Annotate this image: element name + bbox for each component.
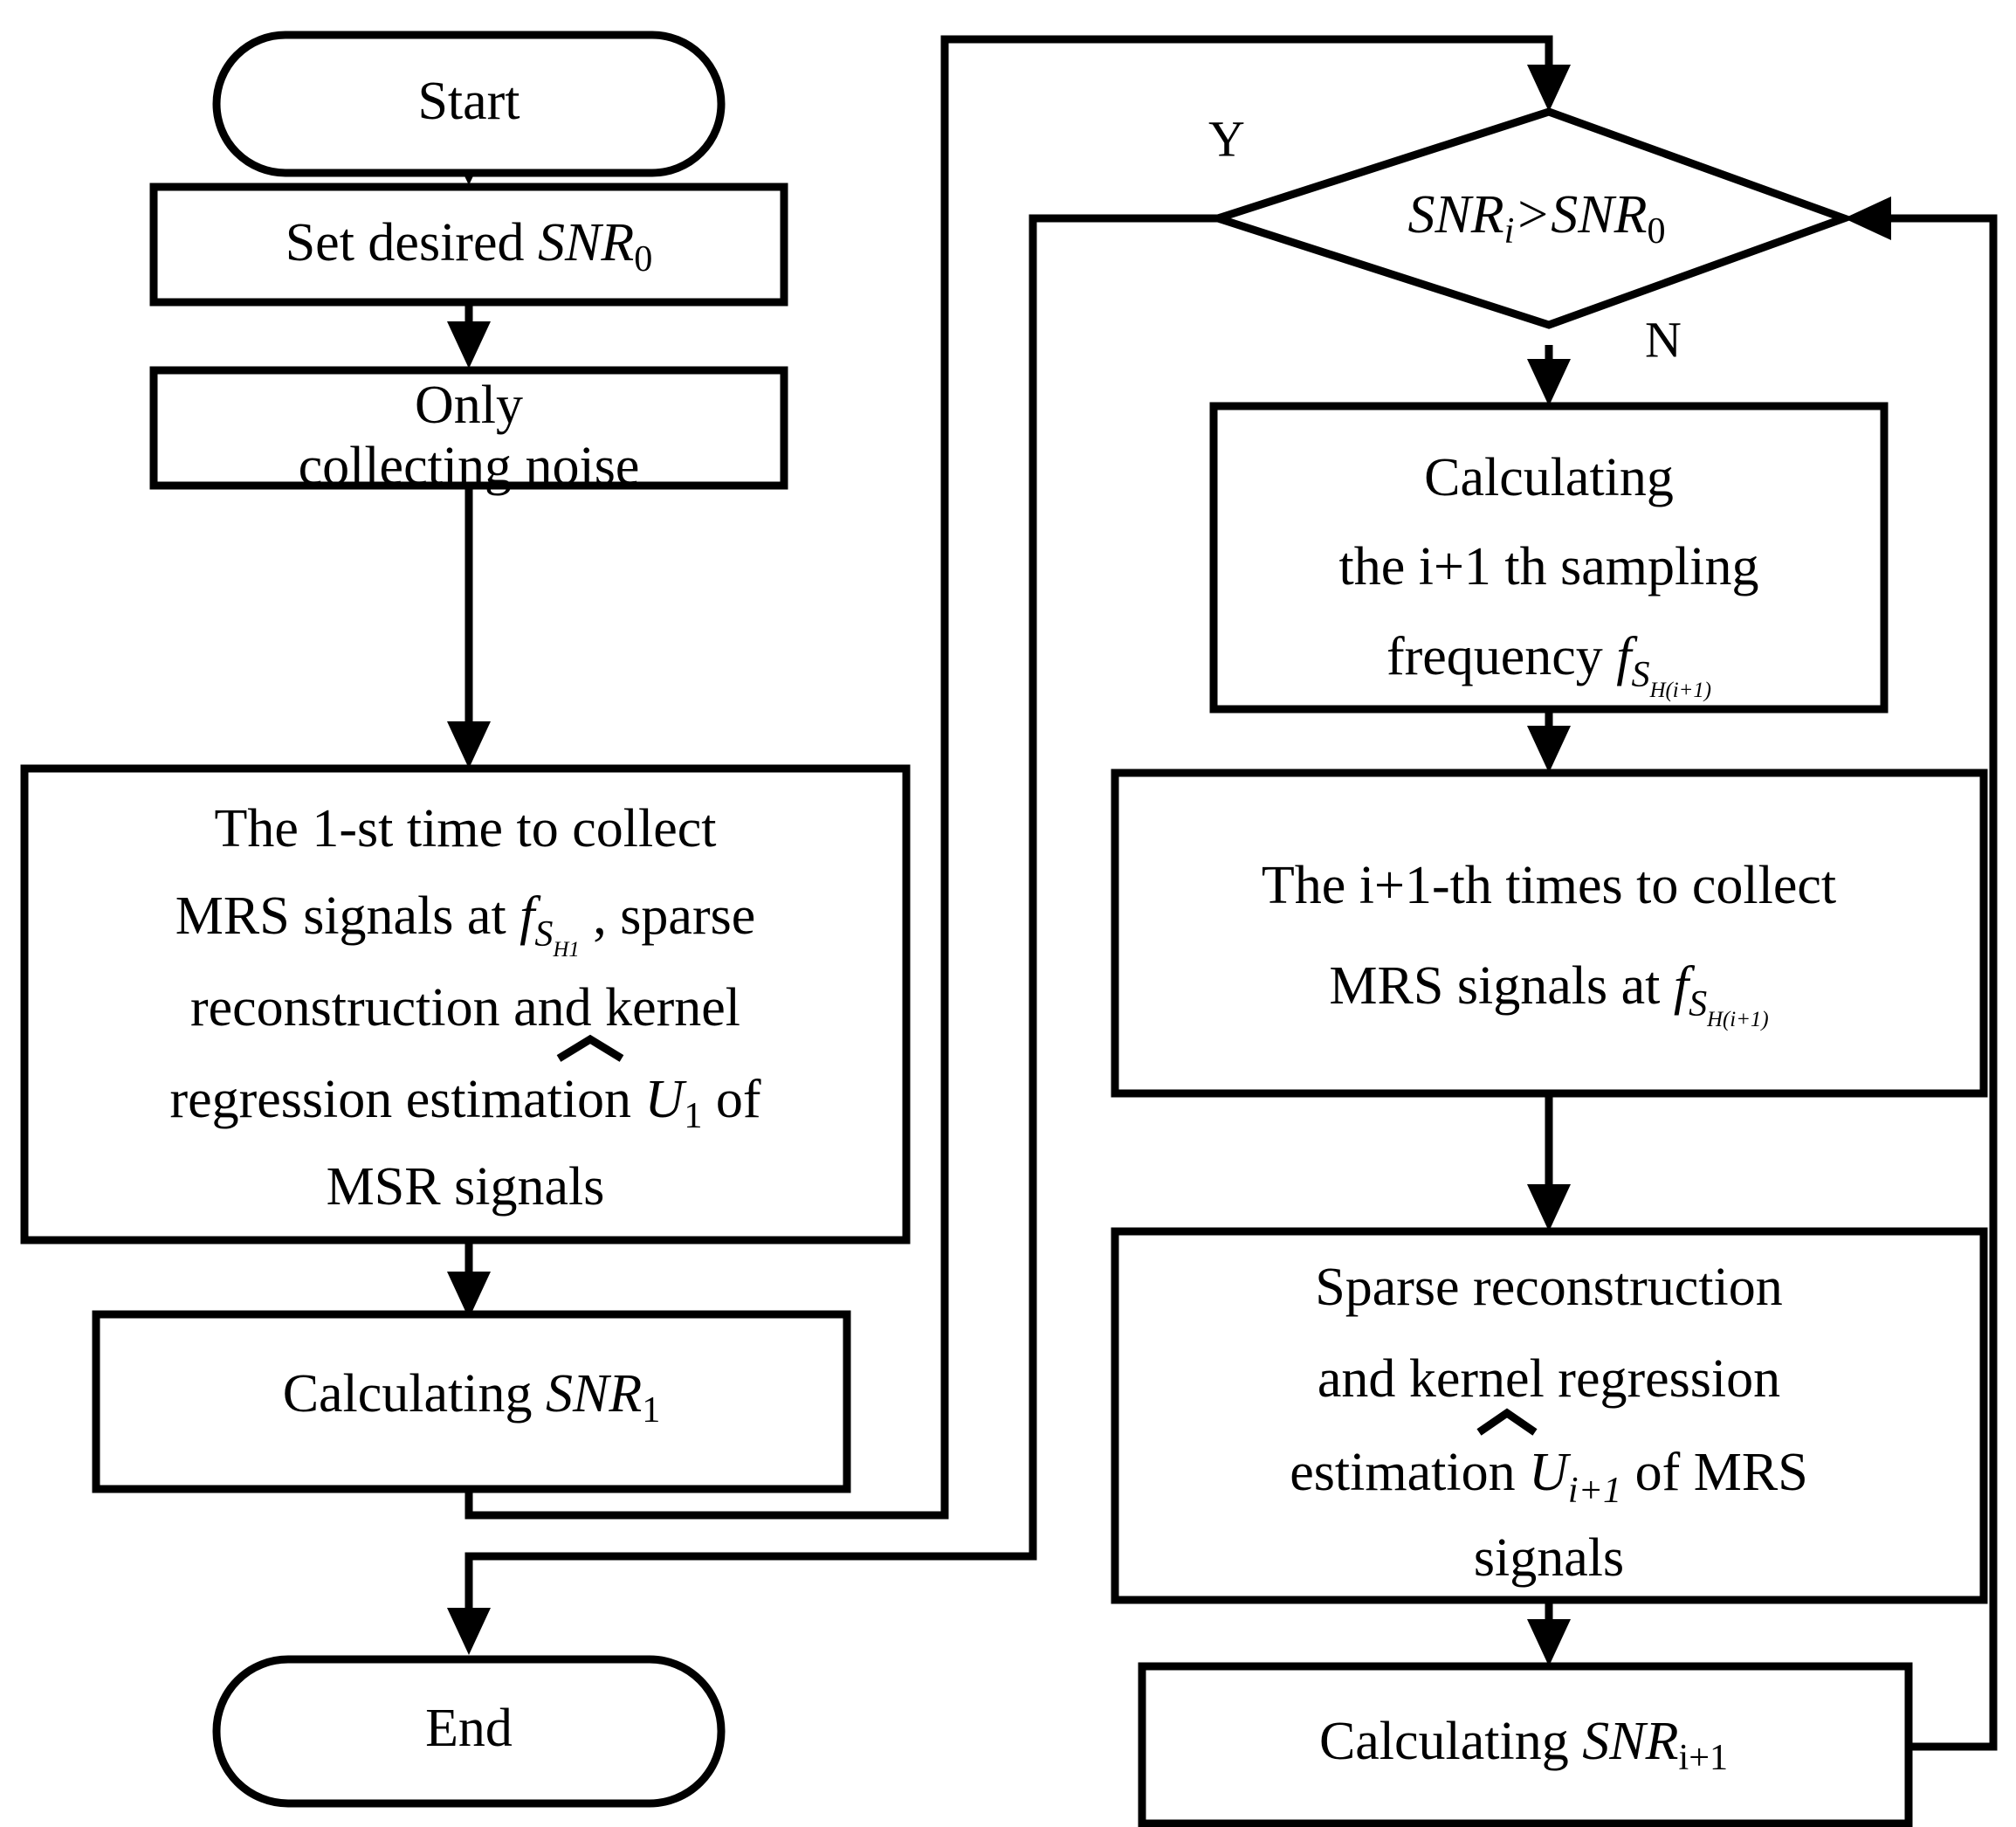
calc-snr-next-var-sub: i+1 [1678, 1737, 1728, 1778]
node-calc-freq-line3: frequency fSH(i+1) [1386, 627, 1711, 701]
edge-calc-snr1-to-decision [464, 35, 1571, 1520]
node-sparse-next-line1: Sparse reconstruction [1315, 1258, 1782, 1317]
node-first-collect-line5: MSR signals [327, 1157, 605, 1217]
node-start[interactable]: Start [212, 31, 726, 177]
first-collect-l4b: of [702, 1070, 761, 1129]
hat-accent-u1 [556, 1034, 624, 1062]
collect-next-l2a: MRS signals at [1329, 956, 1673, 1016]
first-collect-l2-sub2: H1 [552, 938, 579, 962]
node-set-snr0-label: Set desired SNR0 [286, 213, 653, 279]
set-snr0-var-sub: 0 [634, 238, 652, 279]
calc-snr-next-var: SNR [1582, 1712, 1678, 1771]
edge-label-yes: Y [1208, 110, 1245, 167]
edge-first-collect-to-calc-snr1 [447, 1240, 491, 1319]
hat-accent-u-i1 [1476, 1408, 1538, 1436]
node-collect-next-line2: MRS signals at fSH(i+1) [1329, 956, 1768, 1031]
node-start-label: Start [417, 72, 519, 131]
node-first-collect[interactable]: The 1-st time to collect MRS signals at … [20, 764, 911, 1244]
calc-freq-l3a: frequency [1386, 627, 1616, 686]
node-only-noise[interactable]: Only collecting noise [149, 366, 788, 496]
collect-next-l2-sub: S [1689, 983, 1707, 1024]
decision-var-left: SNR [1407, 185, 1503, 245]
node-set-snr0[interactable]: Set desired SNR0 [149, 183, 788, 307]
set-snr0-text-before: Set desired [286, 213, 538, 272]
edge-collect-next-to-sparse-next [1527, 1093, 1571, 1231]
node-first-collect-line1: The 1-st time to collect [214, 799, 716, 858]
collect-next-l2-sub2: H(i+1) [1706, 1008, 1768, 1031]
node-sparse-next-line3: estimation Ui+1 of MRS [1290, 1443, 1807, 1510]
edge-sparse-next-to-calc-snr-next [1527, 1600, 1571, 1666]
decision-var-left-sub: i [1504, 210, 1515, 252]
node-collect-next-line1: The i+1-th times to collect [1262, 856, 1836, 915]
calc-snr1-var: SNR [546, 1364, 642, 1424]
node-decision-label: SNRi>SNR0 [1407, 185, 1665, 251]
decision-var-right: SNR [1551, 185, 1647, 245]
node-calc-snr1[interactable]: Calculating SNR1 [92, 1310, 851, 1493]
edge-decision-yes-to-end [447, 214, 1218, 1655]
node-decision-snr[interactable]: SNRi>SNR0 [1205, 107, 1856, 329]
calc-freq-l3-sub: S [1632, 654, 1650, 695]
calc-snr1-var-sub: 1 [642, 1389, 660, 1431]
edge-set-snr-to-only-noise [447, 297, 491, 369]
node-calc-snr1-label: Calculating SNR1 [283, 1364, 661, 1430]
edge-decision-no-to-calc-freq [1527, 345, 1571, 406]
sparse-next-l3b: of MRS [1621, 1443, 1808, 1502]
sparse-next-l3a: estimation [1290, 1443, 1529, 1502]
first-collect-l4a: regression estimation [169, 1070, 644, 1129]
node-calc-snr-next-label: Calculating SNRi+1 [1319, 1712, 1728, 1777]
calc-snr-next-text-before: Calculating [1319, 1712, 1582, 1771]
node-collect-next[interactable]: The i+1-th times to collect MRS signals … [1111, 769, 1988, 1098]
node-sparse-next-line2: and kernel regression [1318, 1349, 1780, 1409]
node-only-noise-line2: collecting noise [299, 437, 640, 496]
edge-only-noise-to-first-collect [447, 480, 491, 769]
node-sparse-next[interactable]: Sparse reconstruction and kernel regress… [1111, 1227, 1988, 1604]
calc-freq-l3-sub2: H(i+1) [1649, 679, 1711, 702]
sparse-next-l3-var: U [1529, 1443, 1572, 1502]
first-collect-l2-sub: S [534, 914, 553, 955]
node-first-collect-line4: regression estimation U1 of [169, 1070, 760, 1135]
edge-label-no: N [1645, 311, 1682, 368]
first-collect-l2a: MRS signals at [175, 886, 519, 946]
node-sparse-next-line4: signals [1474, 1528, 1624, 1588]
calc-snr1-text-before: Calculating [283, 1364, 546, 1424]
sparse-next-l3-sub: i+1 [1568, 1470, 1621, 1511]
node-calc-freq-line2: the i+1 th sampling [1339, 537, 1759, 596]
first-collect-l4-var: U [645, 1070, 688, 1129]
decision-var-right-sub: 0 [1647, 210, 1665, 252]
edge-calc-snr-next-to-decision [1844, 196, 1998, 1751]
node-first-collect-line3: reconstruction and kernel [190, 978, 740, 1038]
decision-operator: > [1514, 185, 1551, 245]
node-end-label: End [425, 1699, 513, 1758]
node-only-noise-line1: Only [415, 376, 523, 435]
node-first-collect-line2: MRS signals at fSH1 , sparse [175, 886, 756, 961]
first-collect-l4-sub: 1 [684, 1095, 702, 1136]
node-calc-freq-line1: Calculating [1424, 448, 1674, 507]
node-calc-freq[interactable]: Calculating the i+1 th sampling frequenc… [1209, 402, 1889, 714]
first-collect-l2b: , sparse [580, 886, 755, 946]
set-snr0-var: SNR [538, 213, 634, 272]
node-calc-snr-next[interactable]: Calculating SNRi+1 [1138, 1662, 1913, 1827]
node-end[interactable]: End [212, 1655, 726, 1808]
edge-calc-freq-to-collect-next [1527, 709, 1571, 773]
